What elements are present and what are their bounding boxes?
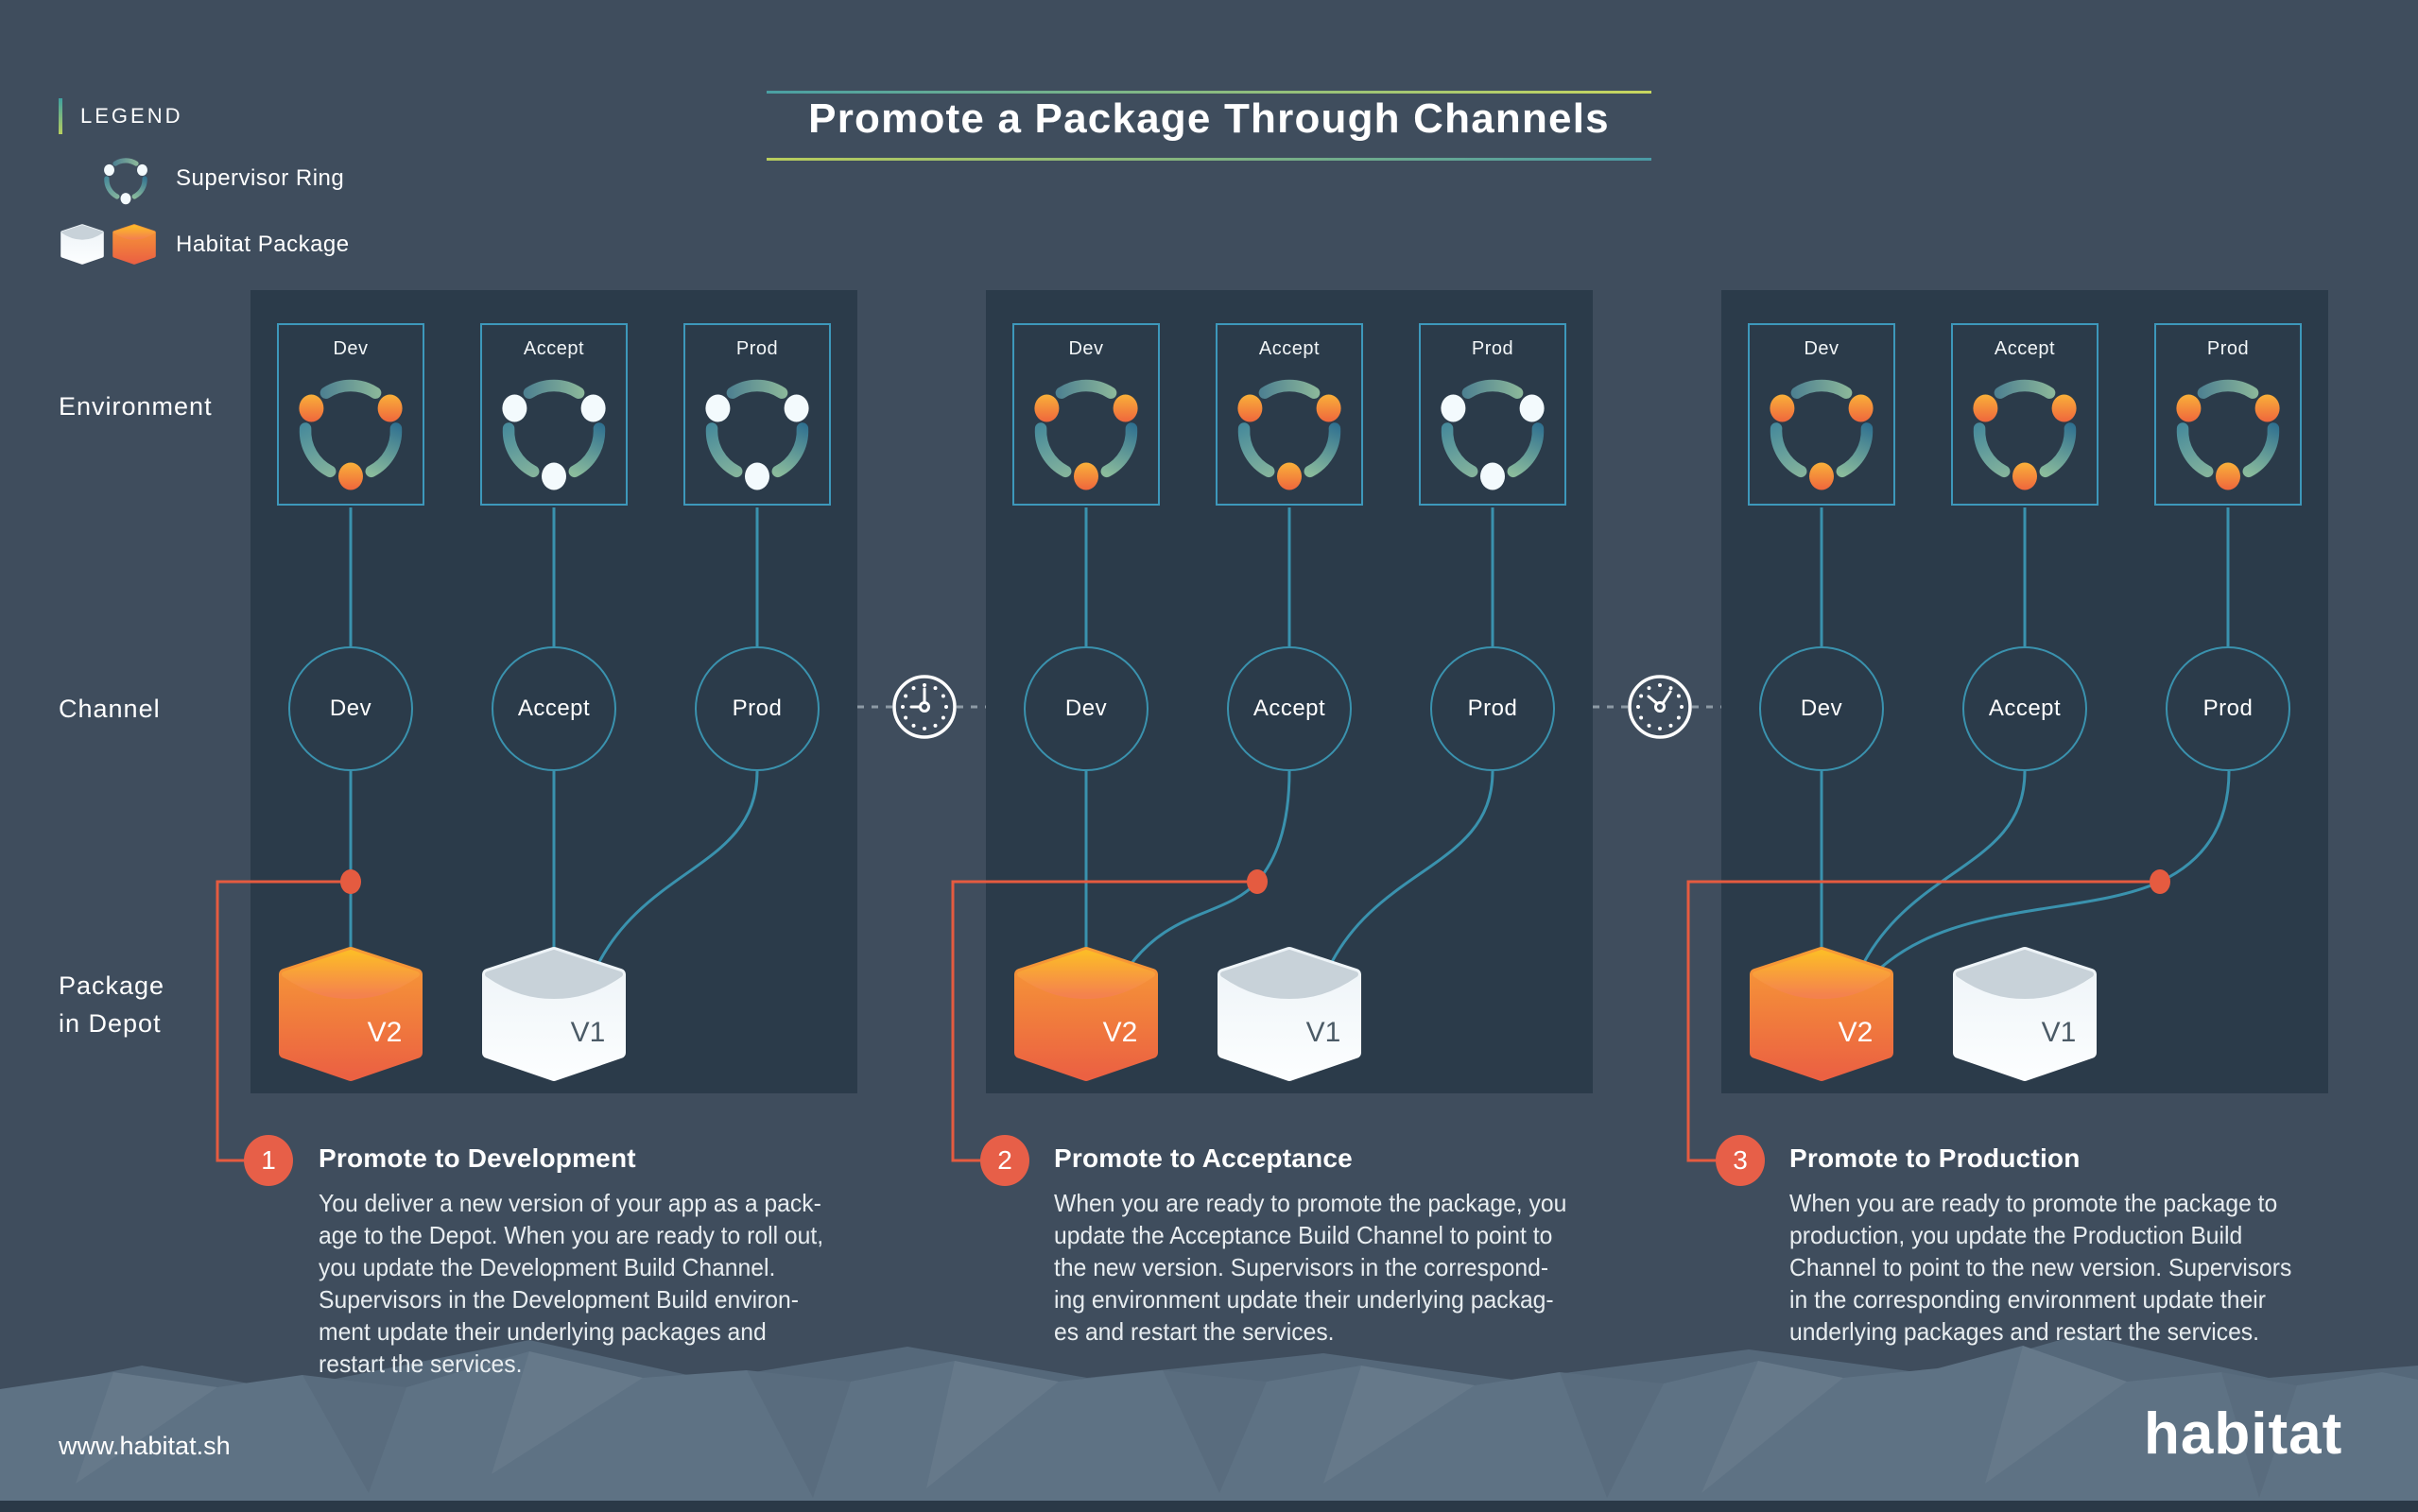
env-box-label: Dev (1068, 338, 1104, 359)
step-3-description: When you are ready to promote the packag… (1789, 1189, 2292, 1346)
package-cubes (285, 953, 2091, 1075)
channel-label: Prod (1467, 696, 1518, 721)
package-label-p1-v1: V1 (570, 1017, 606, 1048)
env-box-p1-prod: Prod (683, 323, 831, 506)
habitat-logo: habitat (2144, 1401, 2343, 1467)
legend-habitat-package-label: Habitat Package (176, 232, 350, 257)
channel-p3-dev: Dev (1759, 646, 1884, 771)
title-line-bottom (767, 158, 1651, 161)
step-1-number: 1 (244, 1135, 293, 1186)
package-label-p2-v2: V2 (1102, 1017, 1138, 1048)
env-box-p1-accept: Accept (480, 323, 628, 506)
env-box-p1-dev: Dev (277, 323, 424, 506)
step-1-title: Promote to Development (319, 1143, 636, 1173)
title-line-top (767, 91, 1651, 94)
package-label-p3-v2: V2 (1838, 1017, 1874, 1048)
promote-lines (216, 880, 2160, 1162)
step-3-title: Promote to Production (1789, 1143, 2081, 1173)
channel-label: Accept (1988, 696, 2062, 721)
channel-label: Accept (517, 696, 591, 721)
legend-accent-bar (59, 98, 62, 134)
channel-p3-accept: Accept (1962, 646, 2087, 771)
channel-label: Accept (1252, 696, 1326, 721)
footer-mountains (0, 1334, 2418, 1512)
footer-url: www.habitat.sh (59, 1432, 231, 1460)
env-box-label: Prod (1471, 338, 1514, 359)
package-label-p3-v1: V1 (2041, 1017, 2077, 1048)
package-label-p1-v2: V2 (367, 1017, 403, 1048)
env-box-p2-dev: Dev (1012, 323, 1160, 506)
legend-supervisor-ring-label: Supervisor Ring (176, 165, 345, 191)
env-box-label: Accept (523, 338, 585, 359)
channel-p2-dev: Dev (1024, 646, 1149, 771)
env-box-p3-dev: Dev (1748, 323, 1895, 506)
env-box-p3-accept: Accept (1951, 323, 2098, 506)
env-box-label: Prod (735, 338, 779, 359)
channel-p1-prod: Prod (695, 646, 820, 771)
step-2-title: Promote to Acceptance (1054, 1143, 1353, 1173)
step-2-number: 2 (980, 1135, 1029, 1186)
row-label-channel: Channel (59, 695, 161, 723)
legend-heading: LEGEND (80, 104, 183, 128)
env-box-label: Accept (1994, 338, 2056, 359)
channel-p2-accept: Accept (1227, 646, 1352, 771)
step-2-description: When you are ready to promote the packag… (1054, 1189, 1567, 1346)
channel-p1-dev: Dev (288, 646, 413, 771)
env-to-channel-lines (349, 507, 2230, 646)
promote-dots (340, 869, 2170, 894)
step-1-description: You deliver a new version of your app as… (319, 1189, 824, 1378)
row-label-package-line1: Package (59, 971, 165, 1000)
legend-habitat-package-icons (60, 224, 156, 265)
row-label-environment: Environment (59, 392, 213, 421)
env-box-p2-prod: Prod (1419, 323, 1566, 506)
channel-label: Dev (1800, 696, 1843, 721)
env-box-p2-accept: Accept (1216, 323, 1363, 506)
channel-p1-accept: Accept (492, 646, 616, 771)
legend-supervisor-ring-icon (104, 161, 147, 204)
channel-label: Dev (1064, 696, 1108, 721)
channel-label: Prod (2202, 696, 2254, 721)
channel-p2-prod: Prod (1430, 646, 1555, 771)
env-box-p3-prod: Prod (2154, 323, 2302, 506)
clock-icon-2 (1628, 675, 1692, 739)
page-title: Promote a Package Through Channels (808, 95, 1610, 142)
package-label-p2-v1: V1 (1305, 1017, 1341, 1048)
channel-p3-prod: Prod (2166, 646, 2290, 771)
env-box-label: Dev (1804, 338, 1839, 359)
channel-label: Dev (329, 696, 372, 721)
row-label-package-line2: in Depot (59, 1009, 162, 1038)
env-box-label: Prod (2206, 338, 2250, 359)
env-box-label: Accept (1258, 338, 1321, 359)
step-3-number: 3 (1716, 1135, 1765, 1186)
channel-label: Prod (732, 696, 783, 721)
clock-icon-1 (892, 675, 957, 739)
env-box-label: Dev (333, 338, 369, 359)
